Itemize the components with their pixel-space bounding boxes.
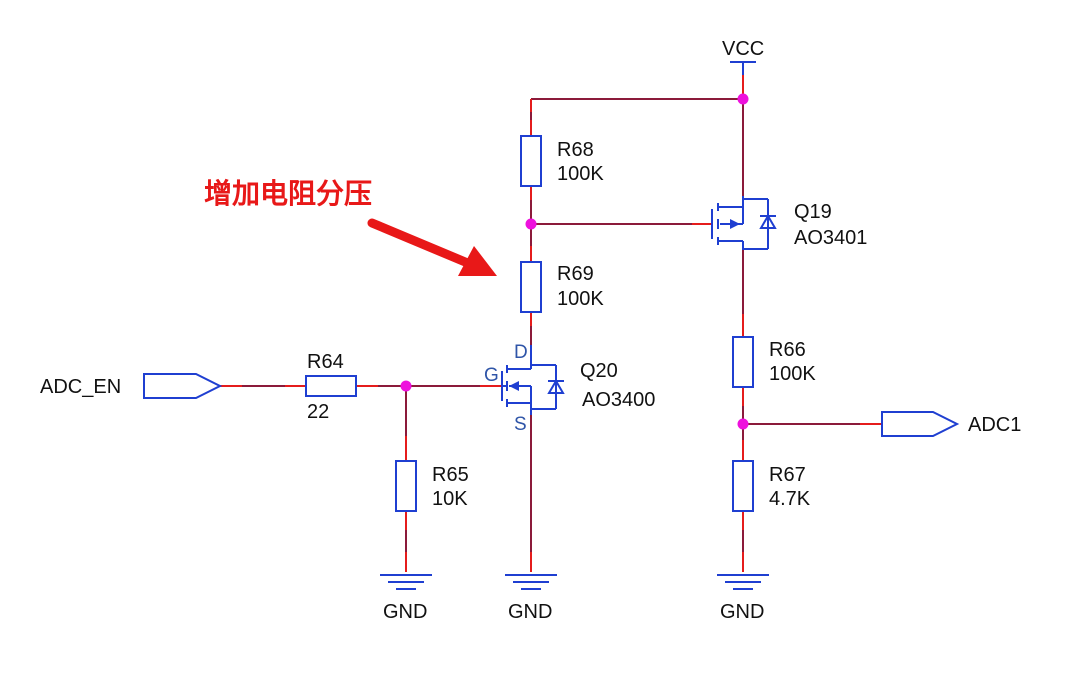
port-adc1: ADC1 [881,411,1021,437]
port-adc-en: ADC_EN [40,373,223,399]
gnd-label: GND [383,601,427,623]
vcc-label: VCC [722,38,764,60]
resistor-r69: R69 100K [520,261,604,313]
r65-value: 10K [432,488,468,510]
r67-value: 4.7K [769,488,811,510]
q19-ref: Q19 [794,201,832,223]
ground-symbol: GND [380,574,432,623]
r69-value: 100K [557,288,604,310]
junction-dot [525,218,537,230]
resistor-r67: R67 4.7K [732,460,811,512]
r65-ref: R65 [432,464,469,486]
r68-value: 100K [557,163,604,185]
mosfet-q19: Q19 AO3401 [711,196,867,250]
junction-dot [737,418,749,430]
r67-ref: R67 [769,464,806,486]
adc1-label: ADC1 [968,414,1021,436]
annotation-arrow [367,218,497,276]
vcc-power-symbol: VCC [722,38,764,99]
q19-part: AO3401 [794,227,867,249]
adc-en-label: ADC_EN [40,376,121,398]
r69-ref: R69 [557,263,594,285]
gnd-label: GND [720,601,764,623]
ground-symbol: GND [505,574,557,623]
wire-net [220,98,882,572]
resistor-r66: R66 100K [732,336,816,388]
q20-pin-g: G [484,365,499,386]
mosfet-q20: D G S Q20 AO3400 [484,342,655,435]
q20-ref: Q20 [580,360,618,382]
resistor-r64: R64 22 [305,351,357,423]
annotation-text: 增加电阻分压 [204,177,372,210]
r64-value: 22 [307,401,329,423]
q20-part: AO3400 [582,389,655,411]
ground-symbol: GND [717,574,769,623]
gnd-label: GND [508,601,552,623]
r64-ref: R64 [307,351,344,373]
r66-ref: R66 [769,339,806,361]
q20-pin-s: S [514,414,527,435]
q20-pin-d: D [514,342,528,363]
r68-ref: R68 [557,139,594,161]
junction-dot [737,93,749,105]
resistor-r65: R65 10K [395,460,469,512]
r66-value: 100K [769,363,816,385]
junction-dot [400,380,412,392]
resistor-r68: R68 100K [520,135,604,187]
